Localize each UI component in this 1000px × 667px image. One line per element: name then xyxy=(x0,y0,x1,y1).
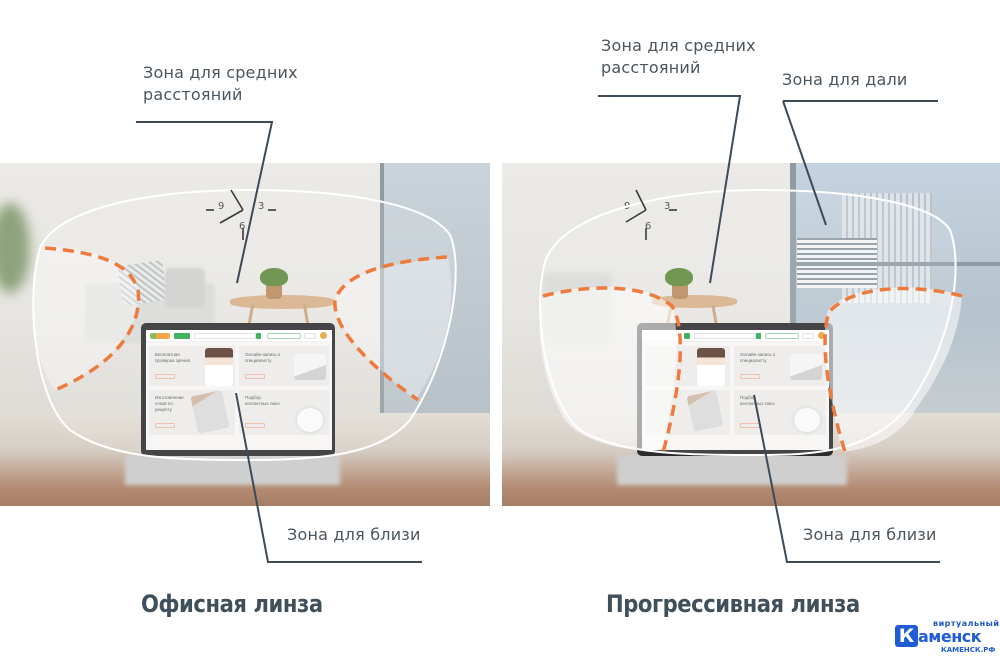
label-line-1: Зона для средних xyxy=(143,63,298,82)
laptop-photo xyxy=(294,354,326,380)
card-free-eye-test xyxy=(645,346,730,386)
appointment-button xyxy=(267,333,301,339)
site-header xyxy=(146,330,332,342)
card-online-appointment: Онлайн-запись к специалисту xyxy=(239,346,329,386)
clock-number-3: 3 xyxy=(664,201,671,212)
wall-clock: 9 3 6 xyxy=(205,188,275,248)
logo-letter: К xyxy=(895,625,918,647)
label-distance-zone-right: Зона для дали xyxy=(782,70,908,89)
plant-pot xyxy=(672,285,688,299)
site-header xyxy=(642,330,829,342)
laptop-screen: Онлайн-запись к специалисту Подбор конта… xyxy=(642,330,829,450)
login-button xyxy=(802,333,814,339)
woman-photo xyxy=(205,348,233,386)
label-line-2: расстояний xyxy=(601,58,701,77)
laptop-photo xyxy=(790,354,822,380)
office-lens-illustration: 9 3 6 Бесплатная п xyxy=(0,163,490,506)
label-intermediate-zone-left: Зона для средних расстояний xyxy=(143,62,298,106)
kamensk-logo: виртуальный К аменск КАМЕНСК.РФ xyxy=(893,619,999,659)
progressive-lens-illustration: 9 3 6 Онлайн-запись к xyxy=(502,163,1000,506)
card-glasses-prescription: Изготовление очков по рецепту xyxy=(149,390,235,435)
catalog-button xyxy=(684,333,690,339)
plant-leaves xyxy=(665,268,693,286)
card-button xyxy=(245,374,265,379)
card-button xyxy=(245,423,265,428)
search-icon xyxy=(756,333,761,339)
clock-number-9: 9 xyxy=(218,201,225,212)
prescription-photo xyxy=(190,390,230,434)
window-frame xyxy=(790,262,1000,266)
laptop-base xyxy=(617,455,847,485)
cart-icon xyxy=(320,332,327,339)
catalog-button xyxy=(174,333,190,339)
logo-domain: КАМЕНСК.РФ xyxy=(941,646,996,654)
card-button xyxy=(740,423,760,428)
card-title: Изготовление очков по рецепту xyxy=(155,395,184,412)
card-contact-lenses: Подбор контактных линз xyxy=(734,390,826,435)
sofa xyxy=(542,273,612,343)
search-input xyxy=(194,333,256,339)
search-input xyxy=(694,333,756,339)
card-button xyxy=(155,374,175,379)
woman-photo xyxy=(697,348,725,386)
wall-clock: 9 3 6 xyxy=(617,188,687,248)
card-title: Онлайн-запись к специалисту xyxy=(245,352,280,363)
contact-lens-photo xyxy=(297,408,323,432)
site-logo xyxy=(150,333,170,339)
login-button xyxy=(304,333,316,339)
progressive-lens-title: Прогрессивная линза xyxy=(606,590,860,618)
card-title: Подбор контактных линз xyxy=(740,395,775,406)
plant-leaves xyxy=(260,268,288,286)
card-button xyxy=(740,374,760,379)
laptop-base xyxy=(125,455,340,485)
room-scene: 9 3 6 Бесплатная п xyxy=(0,163,490,506)
laptop-screen: Бесплатная проверка зрения Онлайн-запись… xyxy=(146,330,332,450)
clock-number-3: 3 xyxy=(258,201,265,212)
logo-name: аменск xyxy=(918,627,982,646)
appointment-button xyxy=(765,333,799,339)
card-title: Онлайн-запись к специалисту xyxy=(740,352,775,363)
window xyxy=(380,163,490,413)
clock-number-6: 6 xyxy=(645,221,652,232)
contact-lens-photo xyxy=(794,408,820,432)
clock-number-9: 9 xyxy=(624,201,631,212)
plant-pot xyxy=(266,285,282,299)
label-intermediate-zone-right: Зона для средних расстояний xyxy=(601,35,756,79)
sofa-cushion xyxy=(165,268,205,308)
side-table xyxy=(230,295,335,309)
card-button xyxy=(155,423,175,428)
card-title: Подбор контактных линз xyxy=(245,395,280,406)
card-free-eye-test: Бесплатная проверка зрения xyxy=(149,346,235,386)
label-line-2: расстояний xyxy=(143,85,243,104)
label-near-zone-left: Зона для близи xyxy=(287,525,421,544)
prescription-photo xyxy=(686,390,724,432)
cart-icon xyxy=(818,332,825,339)
clock-number-6: 6 xyxy=(239,221,246,232)
side-table xyxy=(652,295,737,308)
card-title: Бесплатная проверка зрения xyxy=(155,352,191,363)
card-online-appointment: Онлайн-запись к специалисту xyxy=(734,346,826,386)
card-glasses-prescription xyxy=(645,390,730,435)
logo-tagline: виртуальный xyxy=(933,619,1000,628)
office-lens-title: Офисная линза xyxy=(141,590,323,618)
card-contact-lenses: Подбор контактных линз xyxy=(239,390,329,435)
window-frame xyxy=(380,163,384,413)
label-near-zone-right: Зона для близи xyxy=(803,525,937,544)
search-icon xyxy=(256,333,261,339)
label-line-1: Зона для средних xyxy=(601,36,756,55)
room-scene: 9 3 6 Онлайн-запись к xyxy=(502,163,1000,506)
pillow xyxy=(117,260,168,306)
